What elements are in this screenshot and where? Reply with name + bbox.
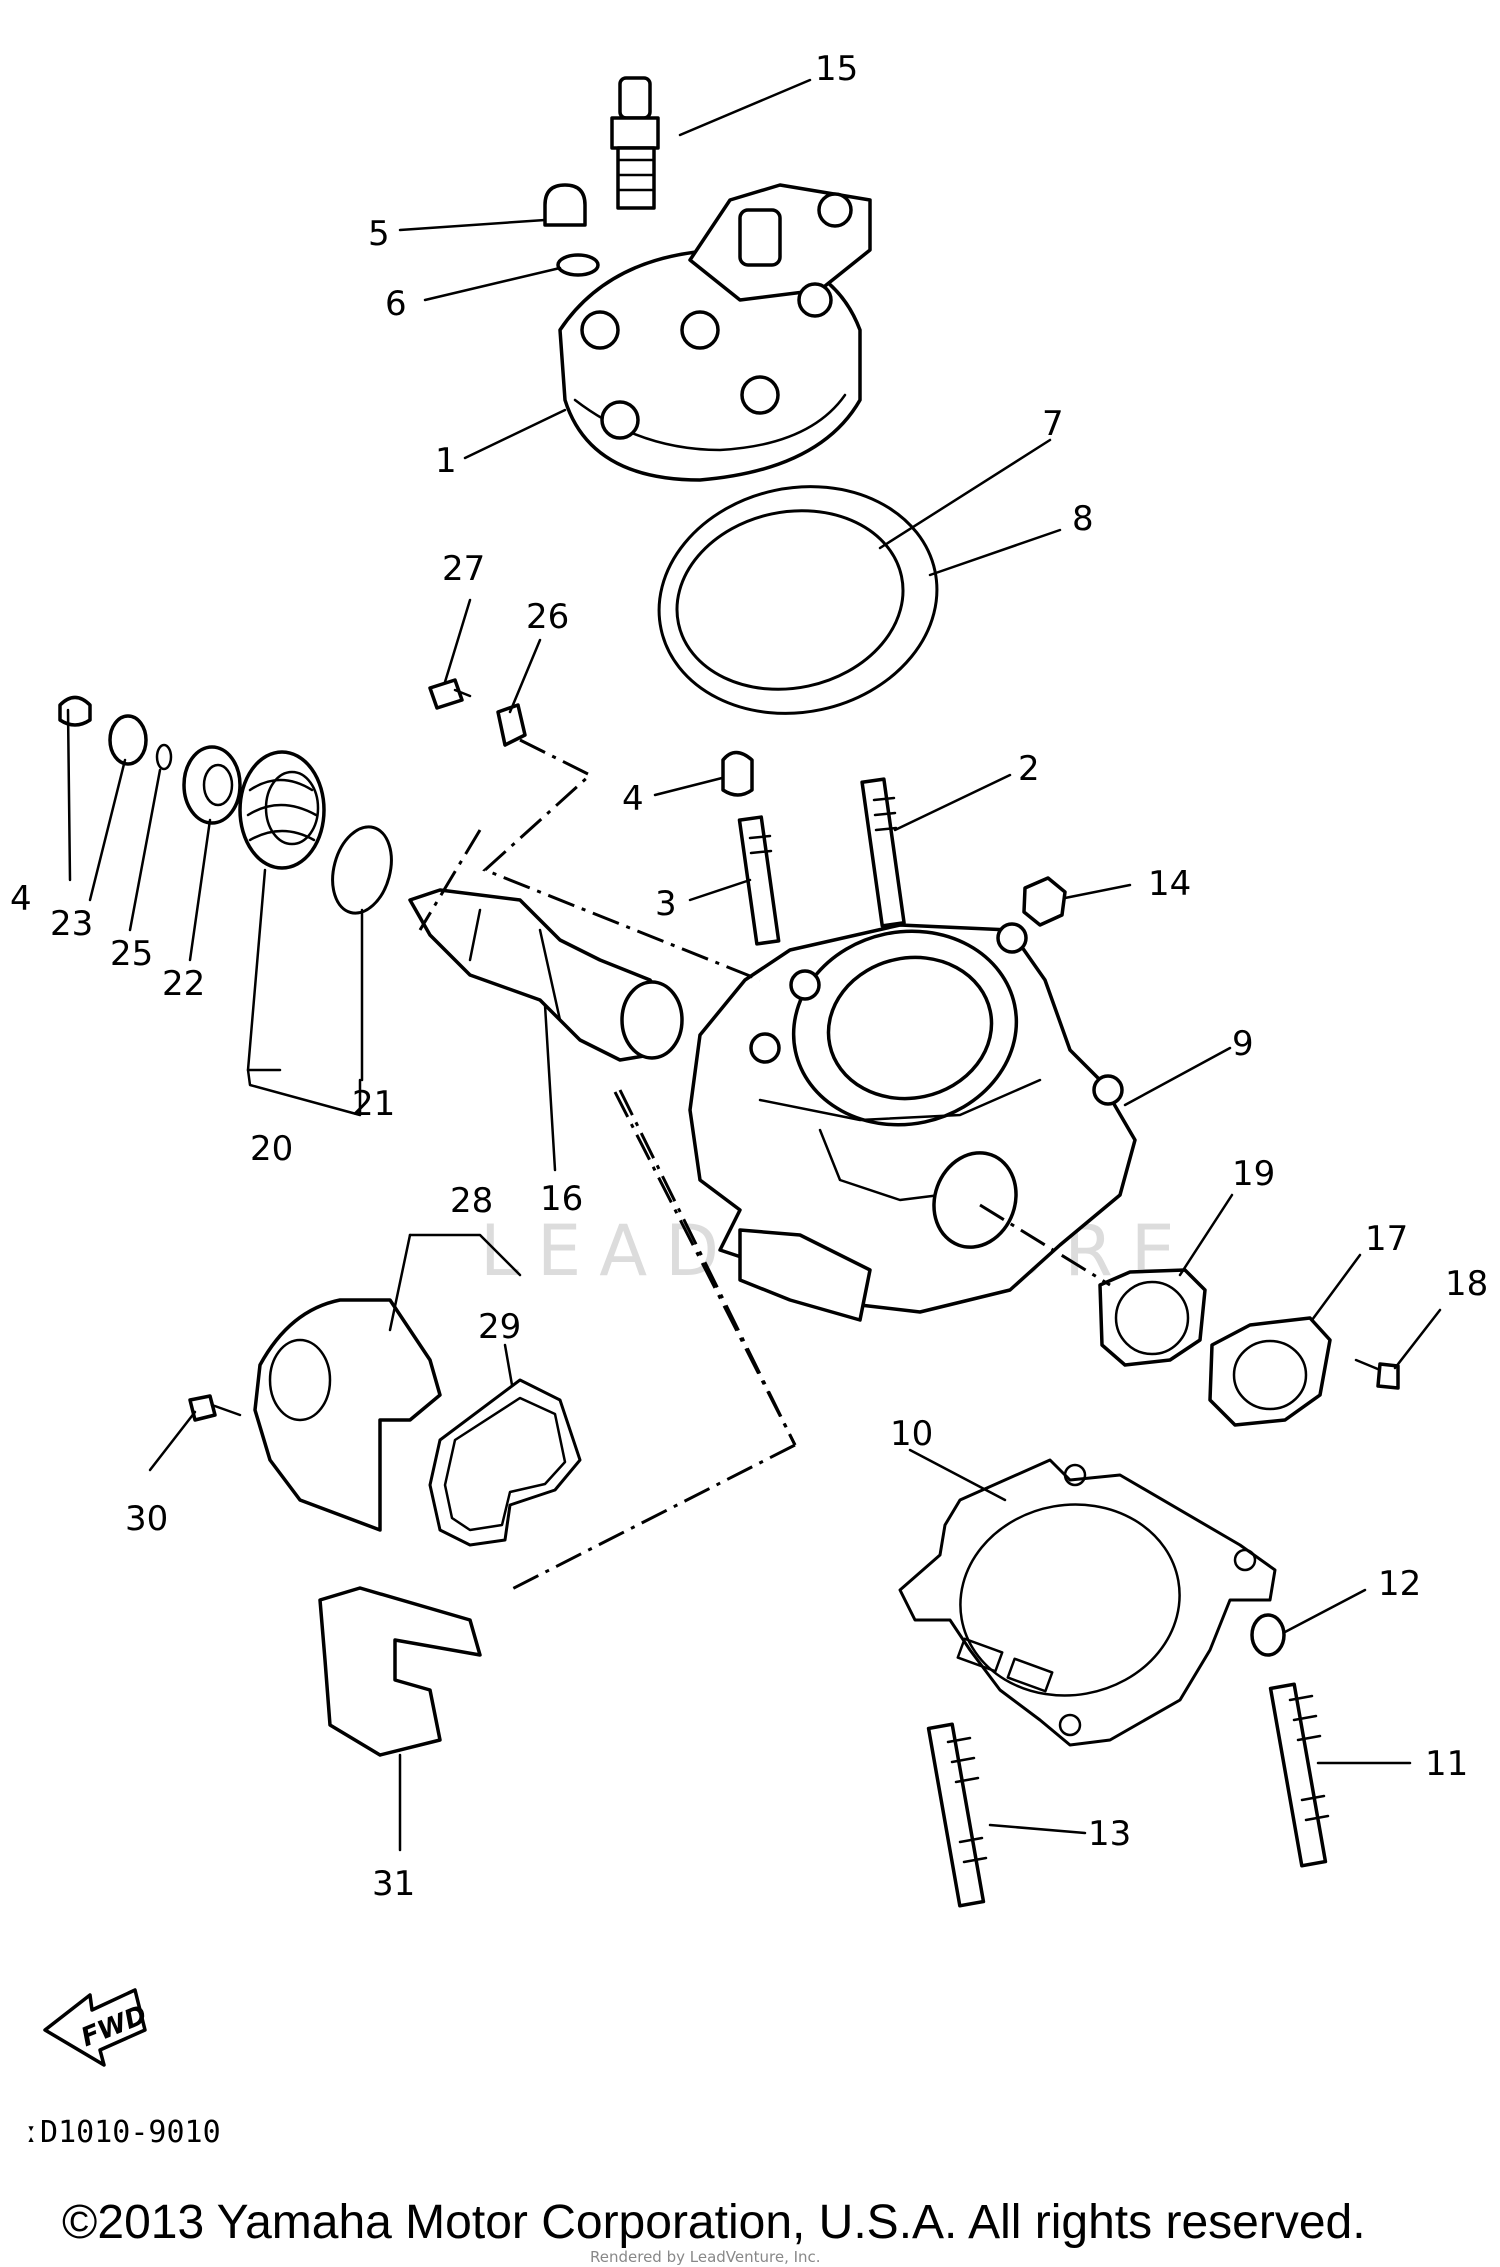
callout-9: 9 <box>1232 1024 1254 1064</box>
gasket-19 <box>1098 1268 1207 1367</box>
cover-17 <box>1208 1316 1332 1427</box>
reed-gasket-29 <box>428 1378 582 1547</box>
copyright-notice: ©2013 Yamaha Motor Corporation, U.S.A. A… <box>62 2196 1366 2249</box>
callout-29: 29 <box>478 1307 521 1347</box>
callout-10: 10 <box>890 1414 933 1454</box>
plug-4-left <box>58 695 92 727</box>
cap-nut <box>543 183 587 227</box>
base-gasket-10 <box>898 1458 1277 1747</box>
callout-27: 27 <box>442 549 485 589</box>
dowel-12 <box>1250 1613 1286 1657</box>
stud-2 <box>860 777 906 928</box>
callout-13: 13 <box>1088 1814 1131 1854</box>
callout-14: 14 <box>1148 864 1191 904</box>
callout-20: 20 <box>250 1129 293 1169</box>
fwd-arrow-icon: FWD <box>43 1988 151 2067</box>
callout-28: 28 <box>450 1181 493 1221</box>
bearing-22 <box>182 745 242 825</box>
callout-16: 16 <box>540 1179 583 1219</box>
assembly-lines <box>418 738 1111 1592</box>
plate-31 <box>318 1586 482 1757</box>
callout-21: 21 <box>352 1084 395 1124</box>
callout-31: 31 <box>372 1864 415 1904</box>
callout-8: 8 <box>1072 499 1094 539</box>
valve-shaft-16 <box>408 888 684 1062</box>
reed-valve-28 <box>253 1298 442 1532</box>
callout-4-left: 4 <box>10 879 32 919</box>
callout-1: 1 <box>435 441 457 481</box>
callout-26: 26 <box>526 597 569 637</box>
stud-3 <box>737 815 781 946</box>
callout-25: 25 <box>110 934 153 974</box>
callout-19: 19 <box>1232 1154 1275 1194</box>
cylinder-9 <box>688 922 1137 1322</box>
stud-13 <box>926 1722 988 1908</box>
callout-15: 15 <box>815 49 858 89</box>
oil-seal-20 <box>238 750 326 870</box>
bolt-27 <box>428 678 472 710</box>
callout-6: 6 <box>385 284 407 324</box>
callout-labels: 15 5 6 1 7 8 27 26 4 4 2 3 14 23 25 22 2… <box>10 49 1488 1904</box>
callout-2: 2 <box>1018 749 1040 789</box>
callout-23: 23 <box>50 904 93 944</box>
washer <box>556 253 600 277</box>
bolt-18 <box>1354 1358 1400 1390</box>
collar-23 <box>108 714 148 766</box>
cylinder-head <box>558 183 872 482</box>
circlip-25 <box>155 743 173 771</box>
callout-3: 3 <box>655 884 677 924</box>
callout-11: 11 <box>1425 1744 1468 1784</box>
head-gaskets <box>657 485 939 715</box>
o-ring-21 <box>331 825 393 915</box>
faint-credit: Rendered by LeadVenture, Inc. <box>590 2248 821 2266</box>
callout-4-upper: 4 <box>622 779 644 819</box>
plug-4-upper <box>721 750 754 797</box>
stud-11 <box>1268 1682 1330 1868</box>
nut-14 <box>1022 876 1067 927</box>
callout-17: 17 <box>1365 1219 1408 1259</box>
callout-18: 18 <box>1445 1264 1488 1304</box>
bolt-30 <box>188 1394 242 1422</box>
callout-22: 22 <box>162 964 205 1004</box>
callout-30: 30 <box>125 1499 168 1539</box>
callout-12: 12 <box>1378 1564 1421 1604</box>
diagram-code: ːD1010-9010 <box>22 2115 221 2150</box>
leader-lines <box>66 78 1442 1852</box>
callout-7: 7 <box>1042 404 1064 444</box>
spark-plug <box>610 76 660 210</box>
callout-5: 5 <box>368 214 390 254</box>
